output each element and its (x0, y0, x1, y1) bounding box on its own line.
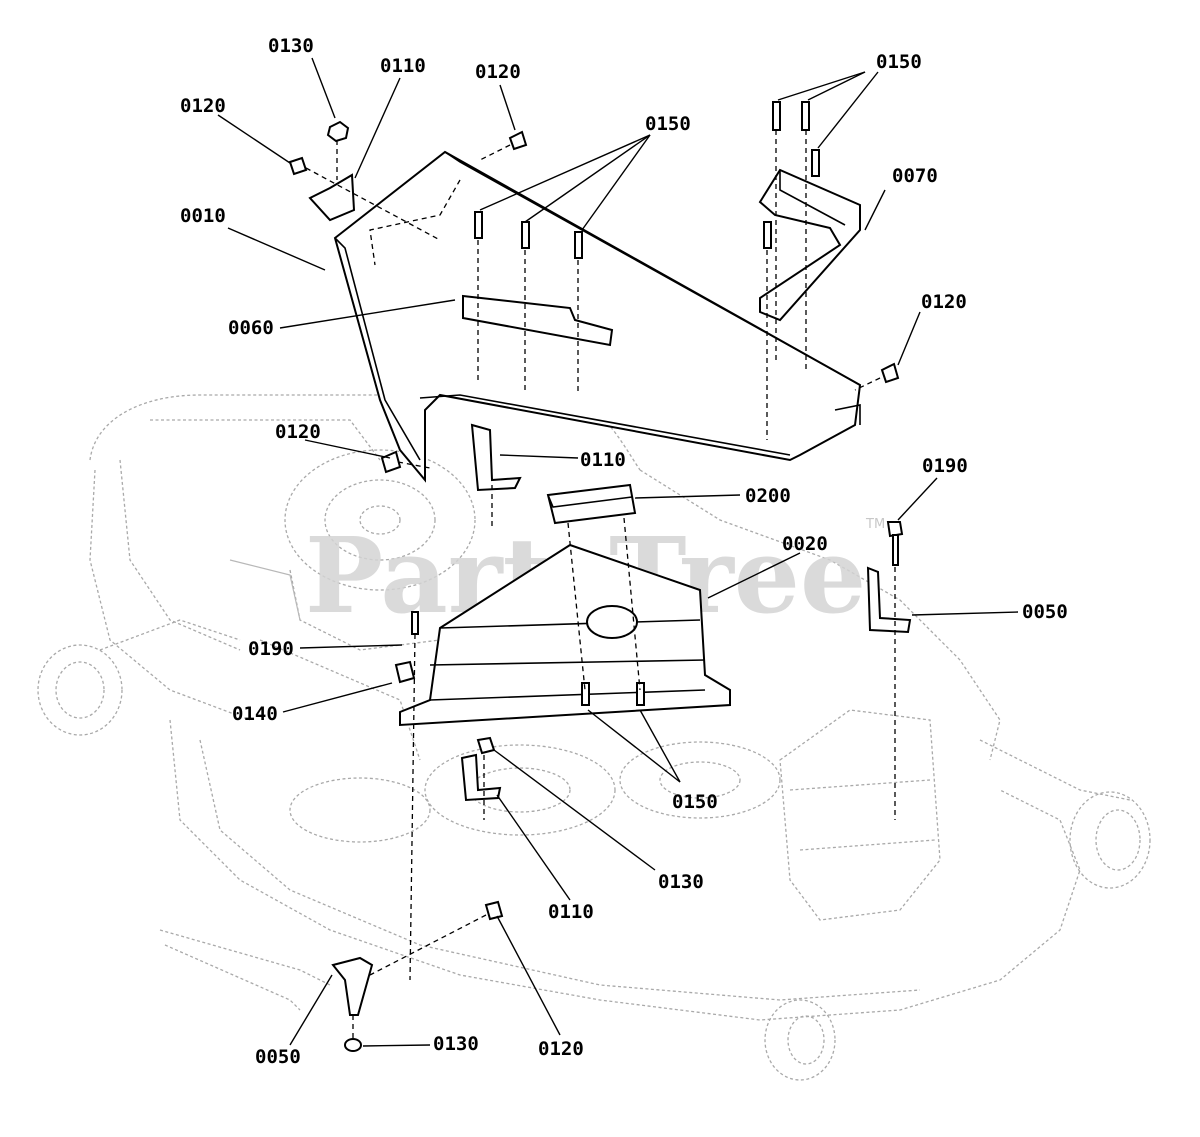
callout-0200: 0200 (745, 485, 791, 507)
bracket-0050-bottom (331, 956, 374, 1016)
rivet-0150-2 (521, 221, 530, 249)
bracket-0110-mid (470, 423, 522, 492)
callout-0060: 0060 (228, 317, 274, 339)
bolt-0120-bottom (484, 900, 504, 921)
bolt-0120-left (288, 156, 308, 176)
callout-0070: 0070 (892, 165, 938, 187)
rivet-0150-4 (772, 101, 781, 131)
part-0060-plate (462, 294, 614, 347)
watermark-trademark: TM (865, 517, 885, 532)
bolt-0120-mid (380, 450, 402, 474)
callout-0150-center: 0150 (645, 113, 691, 135)
callout-0130-bottom: 0130 (433, 1033, 479, 1055)
brackets-small (308, 173, 912, 1016)
callout-0120-bottom: 0120 (538, 1038, 584, 1060)
callout-0020: 0020 (782, 533, 828, 555)
rivet-0150-5 (801, 101, 810, 131)
callout-0050-right: 0050 (1022, 601, 1068, 623)
bolt-0120-right (880, 362, 900, 384)
callout-0150-right: 0150 (876, 51, 922, 73)
callout-0120-top: 0120 (475, 61, 521, 83)
bolt-0140 (394, 660, 416, 684)
deflector-opening (586, 605, 638, 639)
callout-0190-left: 0190 (248, 638, 294, 660)
callout-0010: 0010 (180, 205, 226, 227)
part-0020-deflector (399, 543, 731, 727)
rivet-0150-3 (574, 231, 583, 259)
nut-0130-mid (476, 736, 496, 755)
bracket-0050-right (866, 566, 912, 634)
rivet-0150-1 (474, 211, 483, 239)
callout-0110-mid: 0110 (580, 449, 626, 471)
callout-0110-bottom: 0110 (548, 901, 594, 923)
callout-0050-bottom: 0050 (255, 1046, 301, 1068)
part-0010-chute-cover (333, 150, 862, 483)
callout-0130-top: 0130 (268, 35, 314, 57)
callout-0150-bottom: 0150 (672, 791, 718, 813)
leader-lines (217, 57, 1019, 1047)
nut-0130-top (326, 120, 350, 143)
bolt-0120-top (508, 130, 528, 151)
callout-0130-mid: 0130 (658, 871, 704, 893)
mower-deck-outline (37, 394, 1151, 1081)
bracket-0110-bottom (460, 753, 502, 802)
assembly-lines (305, 130, 896, 1040)
screw-0190-left (411, 611, 419, 635)
rivet-0150-9 (636, 682, 645, 706)
part-0200-block (546, 483, 637, 525)
callout-0120-left: 0120 (180, 95, 226, 117)
bolt-0190-right (886, 521, 904, 538)
callout-0120-mid: 0120 (275, 421, 321, 443)
callout-0190-right: 0190 (922, 455, 968, 477)
rivet-0150-6 (811, 149, 820, 177)
callout-labels: 0130 0110 0120 0120 0150 0150 0070 0010 … (180, 35, 1068, 1068)
callout-0120-right: 0120 (921, 291, 967, 313)
rivet-0150-8 (581, 682, 590, 706)
nut-0130-bottom (344, 1038, 362, 1052)
callout-0140: 0140 (232, 703, 278, 725)
part-0070-bracket (758, 168, 861, 322)
bracket-0110-top (308, 173, 356, 222)
rivet-0150-7 (763, 221, 772, 249)
screw-0190-right-shank (892, 534, 899, 566)
callout-0110-top: 0110 (380, 55, 426, 77)
